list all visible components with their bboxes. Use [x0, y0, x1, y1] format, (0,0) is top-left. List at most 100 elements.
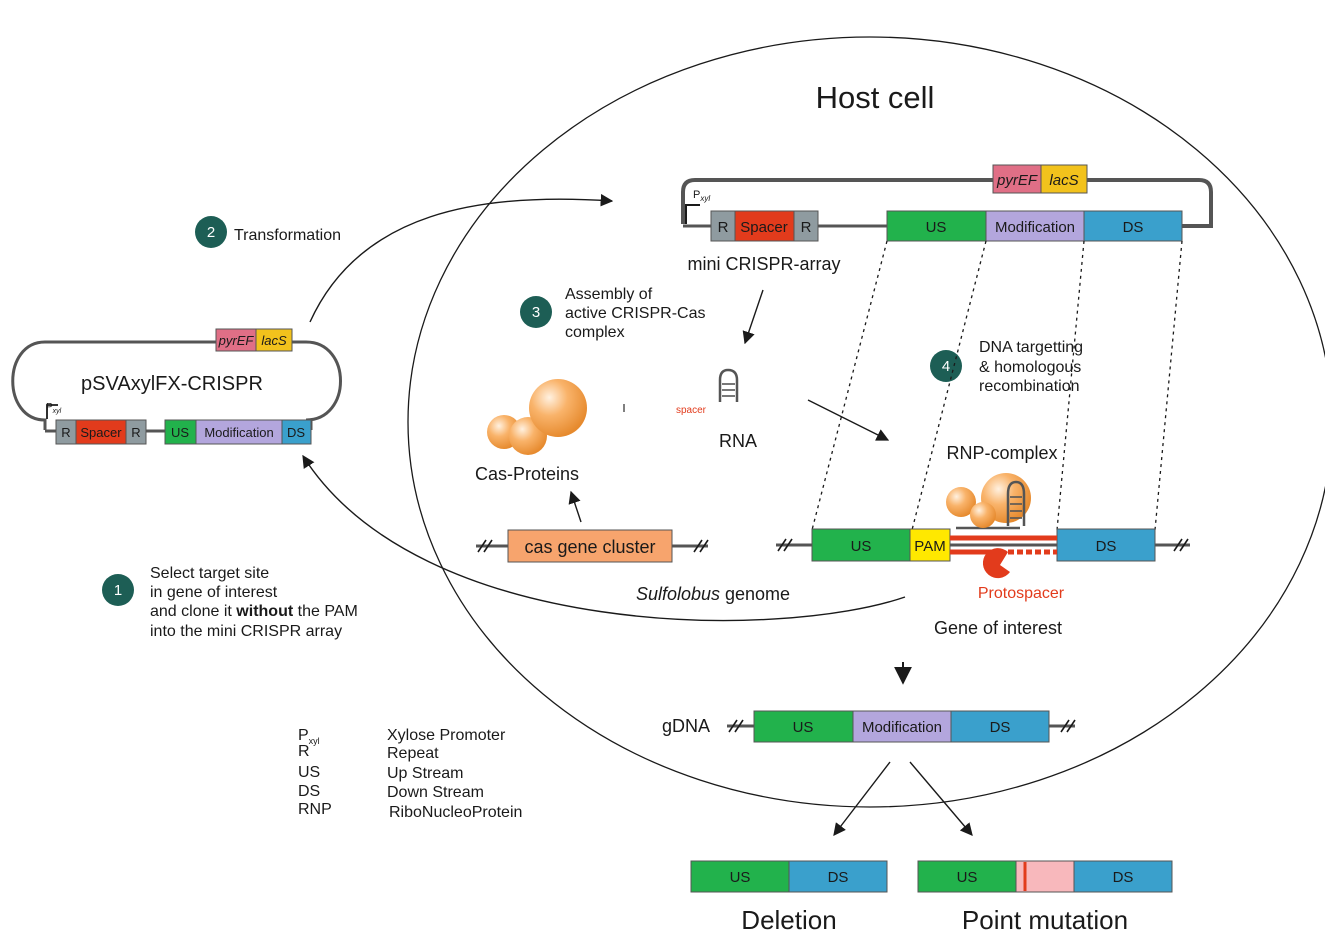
svg-text:R: R: [801, 219, 812, 236]
protospacer-label: Protospacer: [978, 585, 1065, 602]
repeat-box: [125, 419, 147, 445]
step-badge: [195, 216, 227, 248]
svg-text:2: 2: [207, 224, 215, 241]
svg-text:US: US: [793, 719, 814, 736]
svg-text:1: 1: [114, 582, 122, 599]
us-box: [753, 710, 854, 743]
to-rnp-arrow: [807, 399, 890, 441]
lacS-marker: [255, 328, 293, 352]
promoter-arrow: [685, 204, 700, 224]
deletion-label: Deletion: [741, 905, 836, 934]
modification-box: [852, 710, 952, 743]
svg-text:US: US: [171, 425, 189, 440]
svg-text:3: 3: [532, 304, 540, 321]
svg-text:in gene of interest: in gene of interest: [150, 584, 278, 601]
to-deletion-arrow: [833, 761, 891, 836]
genome-label: Sulfolobus genome: [636, 584, 790, 604]
legend: Pxyl Xylose Promoter R Repeat US Up Stre…: [298, 727, 522, 821]
nuclease-icon: [982, 548, 1010, 579]
svg-text:lacS: lacS: [261, 333, 287, 348]
point-mutation-outcome: US DS Point mutation: [917, 860, 1173, 934]
svg-text:R: R: [131, 425, 140, 440]
svg-text:Transformation: Transformation: [234, 227, 341, 244]
us-box: [886, 210, 987, 242]
svg-text:US: US: [730, 869, 751, 886]
svg-text:DS: DS: [287, 425, 305, 440]
svg-text:Modification: Modification: [995, 219, 1075, 236]
step-badge: [930, 350, 962, 382]
lacS-marker: [1040, 164, 1088, 194]
svg-text:DS: DS: [1123, 219, 1144, 236]
legend-desc: Up Stream: [387, 765, 463, 782]
cas-proteins-label: Cas-Proteins: [475, 464, 579, 484]
legend-abbr: DS: [298, 783, 320, 800]
rnp-hairpin-icon: [1006, 480, 1026, 526]
step-badge: [102, 574, 134, 606]
rnp-protein-icon: [946, 487, 976, 517]
svg-text:US: US: [851, 538, 872, 555]
svg-text:active CRISPR-Cas: active CRISPR-Cas: [565, 305, 705, 322]
repeat-box: [793, 210, 819, 242]
ds-box: [950, 710, 1050, 743]
plasmid-left-name: pSVAxylFX-CRISPR: [81, 373, 263, 395]
crrna-label: RNA: [719, 431, 757, 451]
legend-abbr: RNP: [298, 801, 332, 818]
svg-text:and clone it without the PAM: and clone it without the PAM: [150, 603, 358, 620]
step-2: 2 Transformation: [195, 216, 341, 248]
svg-text:Pxyl: Pxyl: [46, 402, 62, 415]
legend-desc: Repeat: [387, 745, 439, 762]
plasmid-left-backbone: [11, 340, 342, 430]
assembly-arrow: [742, 289, 764, 345]
host-cell-title: Host cell: [816, 80, 935, 115]
ds-box: [1056, 528, 1156, 562]
ds-box: [1073, 860, 1173, 893]
svg-text:Pxyl: Pxyl: [693, 189, 710, 203]
svg-text:PAM: PAM: [914, 538, 945, 555]
deletion-outcome: US DS Deletion: [690, 860, 888, 934]
pam-box: [909, 528, 951, 562]
gene-of-interest-label: Gene of interest: [934, 618, 1062, 638]
svg-text:DS: DS: [1096, 538, 1117, 555]
crrna-icon: [623, 368, 739, 412]
svg-text:& homologous: & homologous: [979, 359, 1081, 376]
plasmid-left: pyrEF lacS pSVAxylFX-CRISPR Pxyl R Space…: [11, 328, 342, 445]
gdna-result: gDNA US Modification DS: [662, 710, 1076, 743]
svg-text:DS: DS: [990, 719, 1011, 736]
legend-desc: RiboNucleoProtein: [389, 804, 522, 821]
legend-abbr: R: [298, 743, 310, 760]
rnp-protein-icon: [970, 502, 996, 528]
svg-text:US: US: [926, 219, 947, 236]
gdna-label: gDNA: [662, 716, 710, 736]
svg-text:DS: DS: [1113, 869, 1134, 886]
svg-text:Modification: Modification: [862, 719, 942, 736]
recombination-dotted-lines: [811, 240, 1183, 531]
svg-text:Spacer: Spacer: [80, 425, 122, 440]
svg-text:Assembly of: Assembly of: [565, 286, 653, 303]
rnp-complex-label: RNP-complex: [946, 443, 1057, 463]
plasmid-host-backbone: [681, 178, 1213, 228]
spacer-small-label: spacer: [676, 405, 707, 416]
modification-box: [195, 419, 283, 445]
return-arrow: [302, 454, 906, 622]
svg-text:US: US: [957, 869, 978, 886]
host-cell-outline: [407, 36, 1325, 808]
us-box: [164, 419, 197, 445]
us-box: [690, 860, 790, 893]
cas-proteins-icon: [487, 379, 587, 455]
legend-desc: Down Stream: [387, 784, 484, 801]
svg-text:4: 4: [942, 358, 950, 375]
legend-desc: Xylose Promoter: [387, 727, 506, 744]
svg-text:pyrEF: pyrEF: [996, 172, 1038, 189]
ds-box: [281, 419, 312, 445]
step-4: 4 DNA targetting & homologous recombinat…: [930, 339, 1083, 395]
svg-text:DS: DS: [828, 869, 849, 886]
legend-abbr: Pxyl: [298, 727, 320, 746]
svg-text:DNA targetting: DNA targetting: [979, 339, 1083, 356]
cas-gene-cluster: cas gene cluster: [476, 529, 709, 563]
svg-text:Modification: Modification: [204, 425, 273, 440]
svg-text:R: R: [718, 219, 729, 236]
svg-text:R: R: [61, 425, 70, 440]
transformation-arrow: [309, 193, 614, 323]
spacer-box: [734, 210, 795, 242]
